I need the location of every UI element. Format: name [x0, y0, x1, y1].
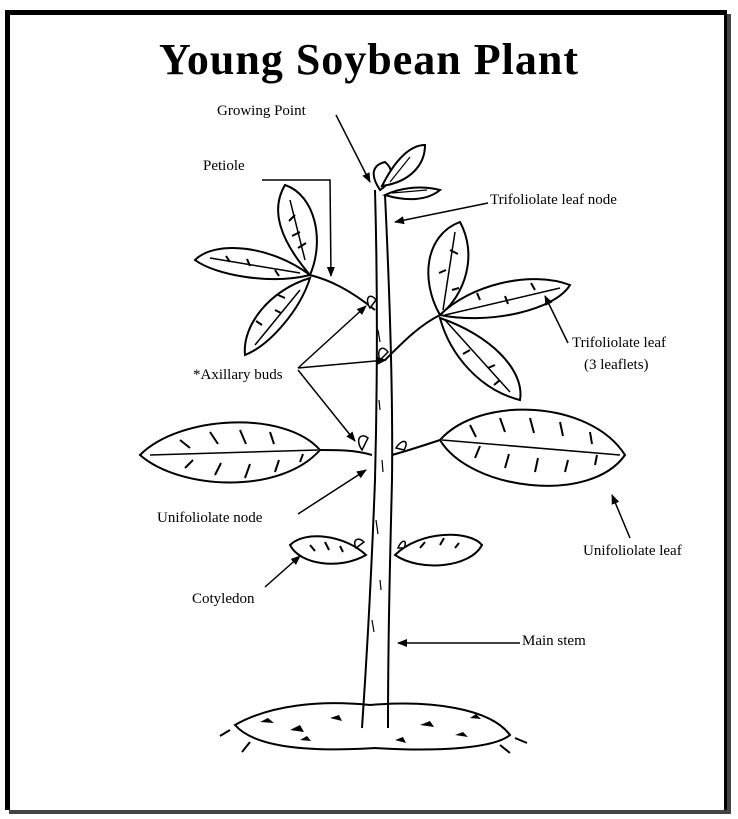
- trifoliolate-node-arrow: [395, 203, 488, 222]
- axillary-arrow-1: [298, 306, 366, 368]
- label-growing-point: Growing Point: [217, 102, 306, 120]
- growing-point-leaves: [374, 145, 440, 199]
- axillary-buds: [359, 296, 406, 450]
- label-unifoliolate-node: Unifoliolate node: [157, 509, 262, 527]
- axillary-arrow-3: [298, 370, 355, 441]
- trifoliolate-leaf-arrow: [545, 296, 568, 343]
- left-trifoliolate-leaf: [195, 185, 375, 355]
- unifoliolate-node-arrow: [298, 470, 366, 514]
- label-unifoliolate-leaf: Unifoliolate leaf: [583, 542, 682, 560]
- main-stem: [362, 190, 392, 728]
- left-unifoliolate-leaf: [140, 422, 372, 482]
- soil-mound: [220, 703, 527, 753]
- label-petiole: Petiole: [203, 157, 245, 175]
- cotyledons: [290, 535, 482, 566]
- label-trifoliolate-leaf-node: Trifoliolate leaf node: [490, 191, 617, 209]
- label-main-stem: Main stem: [522, 632, 586, 650]
- right-unifoliolate-leaf: [392, 410, 625, 486]
- label-axillary-buds: *Axillary buds: [193, 366, 283, 384]
- unifoliolate-leaf-arrow: [612, 495, 630, 538]
- cotyledon-arrow: [265, 556, 300, 587]
- label-cotyledon: Cotyledon: [192, 590, 255, 608]
- axillary-arrow-2: [298, 360, 386, 368]
- label-trifoliolate-leaf-sub: (3 leaflets): [584, 356, 649, 374]
- right-trifoliolate-leaf: [385, 222, 570, 400]
- label-trifoliolate-leaf: Trifoliolate leaf: [572, 334, 666, 352]
- growing-point-arrow: [336, 115, 370, 182]
